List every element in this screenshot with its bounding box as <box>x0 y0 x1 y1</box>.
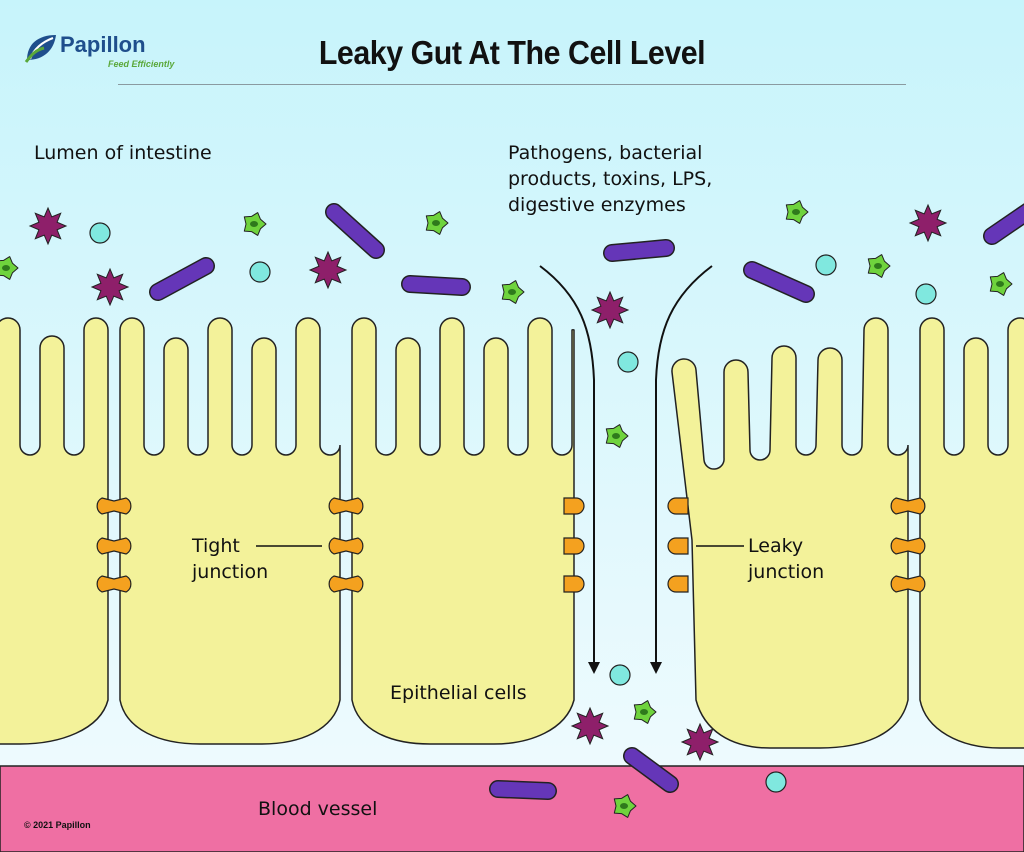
pathogens-label-line-2: products, toxins, LPS, <box>508 168 713 190</box>
tight-junction <box>328 537 364 555</box>
tight-junction-label-line-2: junction <box>192 561 269 583</box>
toxin-star-icon <box>590 290 630 330</box>
leaky-junction <box>563 575 585 593</box>
green-microbe-nucleus <box>640 709 648 715</box>
tight-junction <box>328 497 364 515</box>
bacterium-rod-fill <box>402 276 470 295</box>
leaky-junction <box>563 537 585 555</box>
green-microbe-nucleus <box>620 803 628 809</box>
bacterium-rod-fill <box>744 262 814 302</box>
epithelial-cells-label: Epithelial cells <box>390 682 527 704</box>
bacterium-rod-fill <box>604 240 674 261</box>
bacterium-rod-fill <box>326 204 384 258</box>
green-microbe-nucleus <box>508 289 516 295</box>
particle-sphere-icon <box>617 351 639 373</box>
particle-sphere-icon <box>89 222 111 244</box>
epithelial-cell-layer <box>0 317 1024 749</box>
epithelial-cell <box>671 317 909 749</box>
toxin-star-icon <box>908 203 948 243</box>
particle-sphere-icon <box>765 771 787 793</box>
toxin-star-icon <box>28 206 68 246</box>
tight-junction <box>96 497 132 515</box>
blood-vessel <box>0 765 1024 852</box>
pathogens-label: Pathogens, bacterial products, toxins, L… <box>508 140 712 218</box>
toxin-star-icon <box>308 250 348 290</box>
arrow-layer <box>256 265 744 674</box>
toxin-star-icon <box>570 706 610 746</box>
arrow-down-icon <box>588 662 600 674</box>
junction-layer <box>96 497 926 593</box>
green-microbe-nucleus <box>250 221 258 227</box>
green-microbe-nucleus <box>996 281 1004 287</box>
tight-junction-label-line-1: Tight <box>192 535 240 557</box>
blood-vessel-label: Blood vessel <box>258 798 378 820</box>
toxin-star-icon <box>90 267 130 307</box>
leaky-junction <box>667 497 689 515</box>
bacterium-rod-fill <box>490 781 556 799</box>
tight-junction <box>328 575 364 593</box>
green-microbe-nucleus <box>432 220 440 226</box>
diagram-title: Leaky Gut At The Cell Level <box>318 34 706 71</box>
leaky-junction <box>563 497 585 515</box>
green-microbe-nucleus <box>612 433 620 439</box>
logo-brand-name: Papillon <box>60 32 146 57</box>
particle-sphere-icon <box>609 664 631 686</box>
papillon-logo: Papillon Feed Efficiently <box>24 30 194 80</box>
tight-junction <box>890 497 926 515</box>
tight-junction <box>96 575 132 593</box>
epithelial-cell <box>919 317 1024 749</box>
particle-sphere-icon <box>815 254 837 276</box>
leaky-junction-label-line-1: Leaky <box>748 535 804 557</box>
pathogens-label-line-1: Pathogens, bacterial <box>508 142 703 164</box>
arrow-down-icon <box>539 265 595 664</box>
papillon-leaf-logo-icon <box>24 35 56 63</box>
toxin-star-icon <box>680 722 720 762</box>
copyright-notice: © 2021 Papillon <box>24 820 91 830</box>
pathogens-label-line-3: digestive enzymes <box>508 194 686 216</box>
arrow-down-icon <box>650 662 662 674</box>
leaky-junction <box>667 575 689 593</box>
epithelial-cell <box>351 317 575 745</box>
particle-sphere-icon <box>249 261 271 283</box>
title-divider <box>118 84 906 85</box>
bacterium-rod-fill <box>624 748 678 792</box>
logo-tagline: Feed Efficiently <box>108 59 175 69</box>
tight-junction-label: Tight junction <box>192 533 268 585</box>
green-microbe-nucleus <box>792 209 800 215</box>
lumen-label: Lumen of intestine <box>34 142 212 164</box>
leaky-junction-label: Leaky junction <box>748 533 824 585</box>
epithelial-cell <box>0 317 109 745</box>
epithelial-cell <box>119 317 341 745</box>
bacterium-rod-fill <box>150 258 214 300</box>
green-microbe-nucleus <box>2 265 10 271</box>
tight-junction <box>96 537 132 555</box>
green-microbe-nucleus <box>874 263 882 269</box>
particle-layer <box>0 200 1024 818</box>
tight-junction <box>890 537 926 555</box>
leaky-junction-label-line-2: junction <box>748 561 825 583</box>
tight-junction <box>890 575 926 593</box>
leaky-junction <box>667 537 689 555</box>
arrow-down-icon <box>655 265 713 664</box>
particle-sphere-icon <box>915 283 937 305</box>
